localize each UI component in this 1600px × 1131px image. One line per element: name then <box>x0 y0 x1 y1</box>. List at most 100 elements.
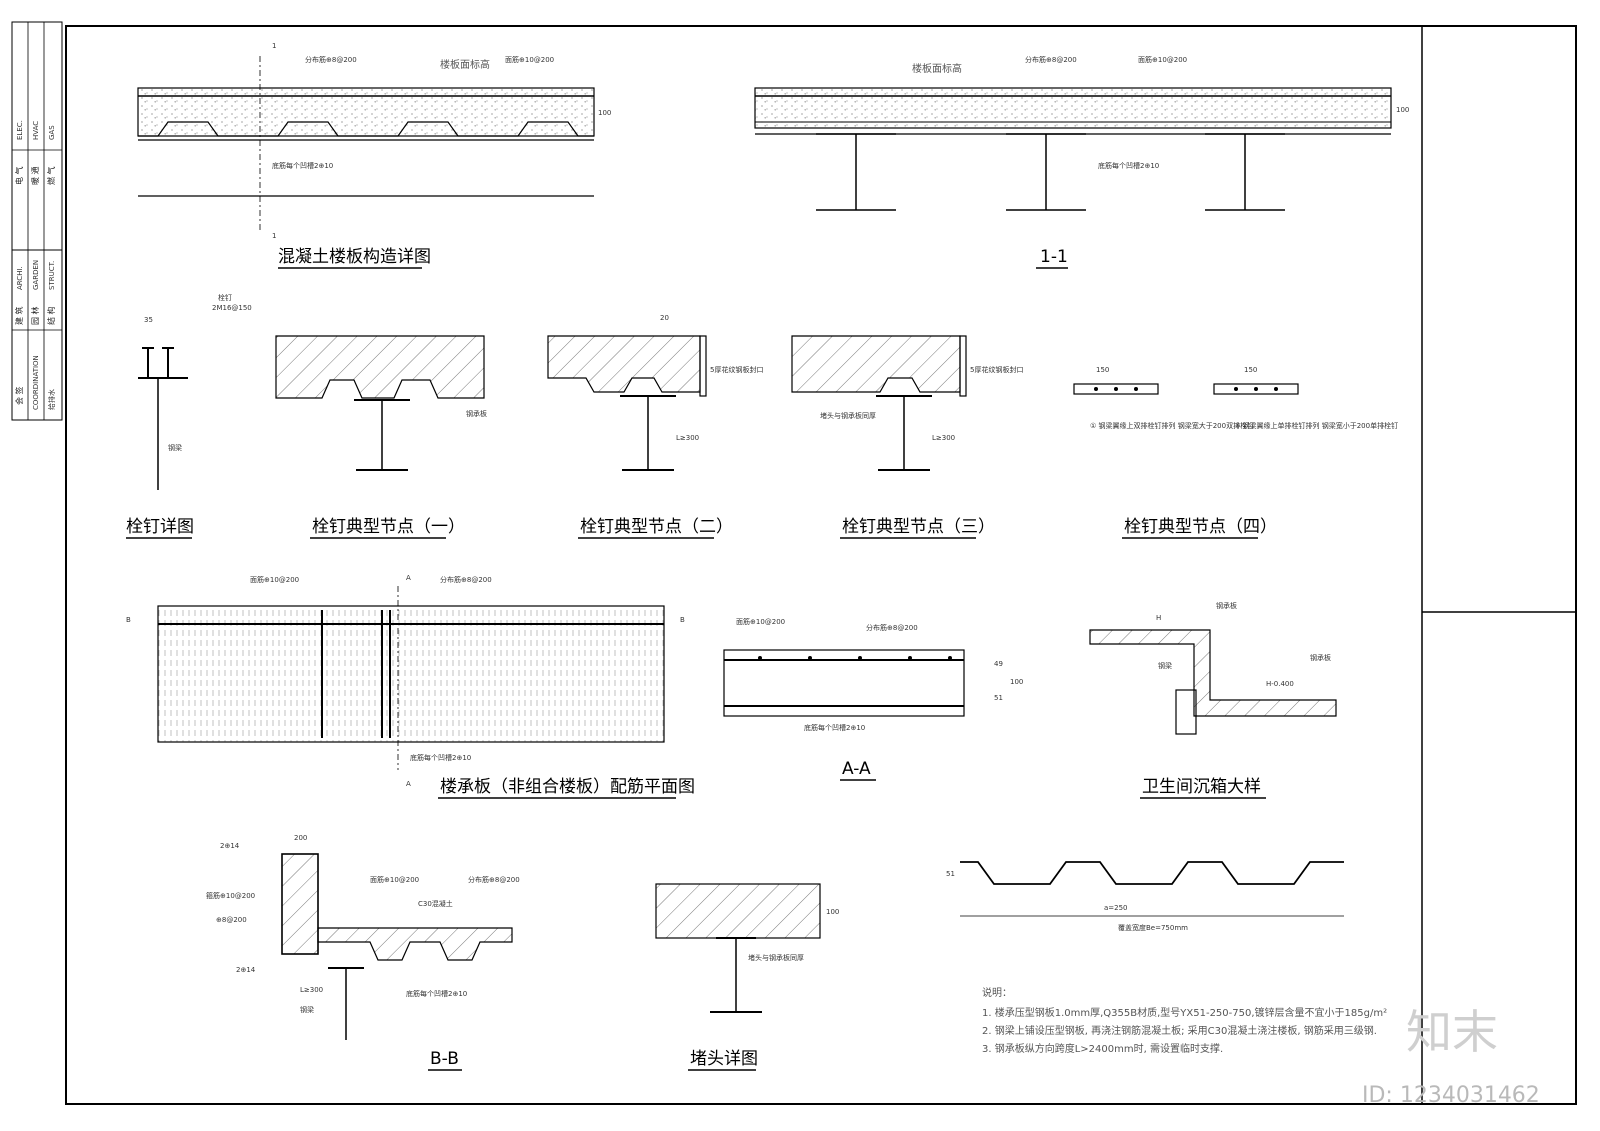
top-bar-label-3: 面筋⊕10@200 <box>250 575 299 584</box>
bottom-bar-label-5: 底筋每个凹槽2⊕10 <box>406 989 467 998</box>
discipline-struct: 结 构 <box>46 306 56 325</box>
watermark-id: ID: 1234031462 <box>1362 1083 1540 1108</box>
watermark-logo: 知末 <box>1406 1005 1498 1059</box>
discipline-archi-en: ARCHI. <box>16 266 24 290</box>
steel-beam-label-2: 钢梁 <box>1158 661 1172 670</box>
two-phi14-top: 2⊕14 <box>220 842 240 850</box>
title-section-1-1: 1-1 <box>1040 247 1068 267</box>
top-bar-label-2: 面筋⊕10@200 <box>1138 55 1187 64</box>
sheet-frame <box>65 25 1577 1105</box>
profile-dim-750: 覆盖宽度Be=750mm <box>1118 923 1188 932</box>
discipline-plumbing: 给排水 <box>47 389 56 410</box>
coordination-label-en: COORDINATION <box>32 355 40 410</box>
deck-label-toilet-1: 钢承板 <box>1216 601 1237 610</box>
discipline-elec-en: ELEC. <box>16 120 24 140</box>
coordination-block: 电 气 暖 通 燃 气 ELEC. HVAC GAS 建 筑 园 林 结 构 A… <box>11 21 63 421</box>
deck-marker-B-left: B <box>126 616 131 624</box>
dim-20-label-2: 20 <box>660 314 669 322</box>
discipline-gas: 燃 气 <box>46 166 56 185</box>
node4-note-2: ② 钢梁翼缘上单排栓钉排列 钢梁宽小于200单排栓钉 <box>1234 421 1398 430</box>
title-slab-construction: 混凝土楼板构造详图 <box>278 247 431 267</box>
title-stud-node-3: 栓钉典型节点（三） <box>842 517 995 537</box>
general-notes: 说明： 1. 楼承压型钢板1.0mm厚,Q355B材质,型号YX51-250-7… <box>982 986 1387 1055</box>
detail-section-1-1: 楼板面标高 分布筋⊕8@200 面筋⊕10@200 底筋每个凹槽2⊕10 100… <box>754 55 1409 269</box>
discipline-struct-en: STRUCT. <box>48 261 56 290</box>
title-end-cap: 堵头详图 <box>690 1049 758 1069</box>
title-stud-node-1: 栓钉典型节点（一） <box>312 517 465 537</box>
coordination-label: 会 签 <box>14 386 24 405</box>
note-1: 1. 楼承压型钢板1.0mm厚,Q355B材质,型号YX51-250-750,镀… <box>982 1006 1387 1019</box>
discipline-gas-en: GAS <box>48 125 56 140</box>
discipline-garden-en: GARDEN <box>32 260 40 290</box>
discipline-archi: 建 筑 <box>14 306 24 325</box>
dist-bar-label-3: 分布筋⊕8@200 <box>440 575 492 584</box>
note-3: 3. 钢承板纵方向跨度L>2400mm时, 需设置临时支撑. <box>982 1042 1223 1055</box>
l300-label-3: L≥300 <box>932 434 955 442</box>
stud-spec-label: 2M16@150 <box>212 304 252 312</box>
dim-49-a: 49 <box>994 660 1003 668</box>
deck-marker-B-right: B <box>680 616 685 624</box>
slab-thickness-dim-1: 100 <box>598 109 611 117</box>
plate5-label-3: 5厚花纹钢板封口 <box>970 365 1023 374</box>
detail-stud-node-4: 150 150 ① 钢梁翼缘上双排栓钉排列 钢梁宽大于200双排栓钉 ② 钢梁翼… <box>1073 366 1398 539</box>
dim-150-label-1: 150 <box>1096 366 1109 374</box>
top-bar-label-4: 面筋⊕10@200 <box>736 617 785 626</box>
c30-label: C30混凝土 <box>418 899 453 908</box>
discipline-hvac-en: HVAC <box>32 121 40 140</box>
title-stud-detail: 栓钉详图 <box>126 517 194 537</box>
stud-dim-35: 35 <box>144 316 153 324</box>
detail-section-a-a: 面筋⊕10@200 分布筋⊕8@200 底筋每个凹槽2⊕10 49 51 100… <box>723 617 1023 781</box>
steel-beam-label-1: 钢梁 <box>168 443 182 452</box>
title-stud-node-4: 栓钉典型节点（四） <box>1124 517 1277 537</box>
dim-150-label-2: 150 <box>1244 366 1257 374</box>
node4-note-1: ① 钢梁翼缘上双排栓钉排列 钢梁宽大于200双排栓钉 <box>1090 421 1254 430</box>
dim-51-a: 51 <box>994 694 1003 702</box>
title-deck-plan: 楼承板（非组合楼板）配筋平面图 <box>440 777 695 797</box>
bottom-bar-label-3: 底筋每个凹槽2⊕10 <box>410 753 471 762</box>
watermark: 知末 ID: 1234031462 <box>1362 1005 1540 1108</box>
phi8-200-label: ⊕8@200 <box>216 916 247 924</box>
note-2: 2. 钢梁上铺设压型钢板, 再浇注钢筋混凝土板; 采用C30混凝土浇注楼板, 钢… <box>982 1024 1377 1037</box>
section-marker-1-top: 1 <box>272 42 276 50</box>
slab-thickness-dim-2: 100 <box>1396 106 1409 114</box>
top-bar-label-1: 面筋⊕10@200 <box>505 55 554 64</box>
two-phi14-bottom: 2⊕14 <box>236 966 256 974</box>
stud-label: 栓钉 <box>218 293 232 302</box>
slab-elevation-label: 楼板面标高 <box>440 58 490 71</box>
bottom-bar-label-4: 底筋每个凹槽2⊕10 <box>804 723 865 732</box>
phi10-200-label: 箍筋⊕10@200 <box>206 891 255 900</box>
dist-bar-label-1: 分布筋⊕8@200 <box>305 55 357 64</box>
bottom-bar-label-2: 底筋每个凹槽2⊕10 <box>1098 161 1159 170</box>
notes-heading: 说明： <box>982 986 1012 999</box>
discipline-hvac: 暖 通 <box>30 166 40 185</box>
dist-bar-label-5: 分布筋⊕8@200 <box>468 875 520 884</box>
detail-stud-node-1: 钢承板 栓钉典型节点（一） <box>275 335 487 539</box>
l300-label-b: L≥300 <box>300 986 323 994</box>
l300-label-2: L≥300 <box>676 434 699 442</box>
dim-100-end: 100 <box>826 908 839 916</box>
detail-slab-construction: 1 1 楼板面标高 分布筋⊕8@200 面筋⊕10@200 底筋每个凹槽2⊕10… <box>137 42 611 269</box>
profile-dim-51: 51 <box>946 870 955 878</box>
end-cap-note-3: 堵头与钢承板同厚 <box>820 411 876 420</box>
top-bar-label-5: 面筋⊕10@200 <box>370 875 419 884</box>
detail-stud: 栓钉 2M16@150 35 钢梁 栓钉详图 <box>126 293 252 539</box>
discipline-elec: 电 气 <box>14 166 24 185</box>
h-label: H <box>1156 614 1161 622</box>
detail-toilet-sunk: 钢承板 钢承板 H H-0.400 钢梁 卫生间沉箱大样 <box>1089 601 1337 799</box>
detail-end-cap: 堵头与钢承板同厚 100 堵头详图 <box>655 883 839 1071</box>
deck-label-toilet-2: 钢承板 <box>1310 653 1331 662</box>
detail-deck-profile: 51 a=250 覆盖宽度Be=750mm <box>946 861 1344 932</box>
title-section-a-a: A-A <box>842 759 871 779</box>
detail-stud-node-2: 5厚花纹钢板封口 L≥300 20 栓钉典型节点（二） <box>547 314 763 539</box>
h400-label: H-0.400 <box>1266 680 1294 688</box>
end-cap-note-b: 堵头与钢承板同厚 <box>748 953 804 962</box>
dist-bar-label-2: 分布筋⊕8@200 <box>1025 55 1077 64</box>
deck-marker-A-top: A <box>406 574 411 582</box>
detail-stud-node-3: 5厚花纹钢板封口 堵头与钢承板同厚 L≥300 栓钉典型节点（三） <box>791 335 1023 539</box>
section-marker-1-bottom: 1 <box>272 232 276 240</box>
steel-beam-label-3: 钢梁 <box>300 1005 314 1014</box>
detail-deck-plan: A A B B 面筋⊕10@200 分布筋⊕8@200 底筋每个凹槽2⊕10 楼… <box>126 574 695 799</box>
detail-section-b-b: 2⊕14 2⊕14 箍筋⊕10@200 ⊕8@200 200 面筋⊕10@200… <box>206 834 520 1071</box>
bottom-bar-label-1: 底筋每个凹槽2⊕10 <box>272 161 333 170</box>
